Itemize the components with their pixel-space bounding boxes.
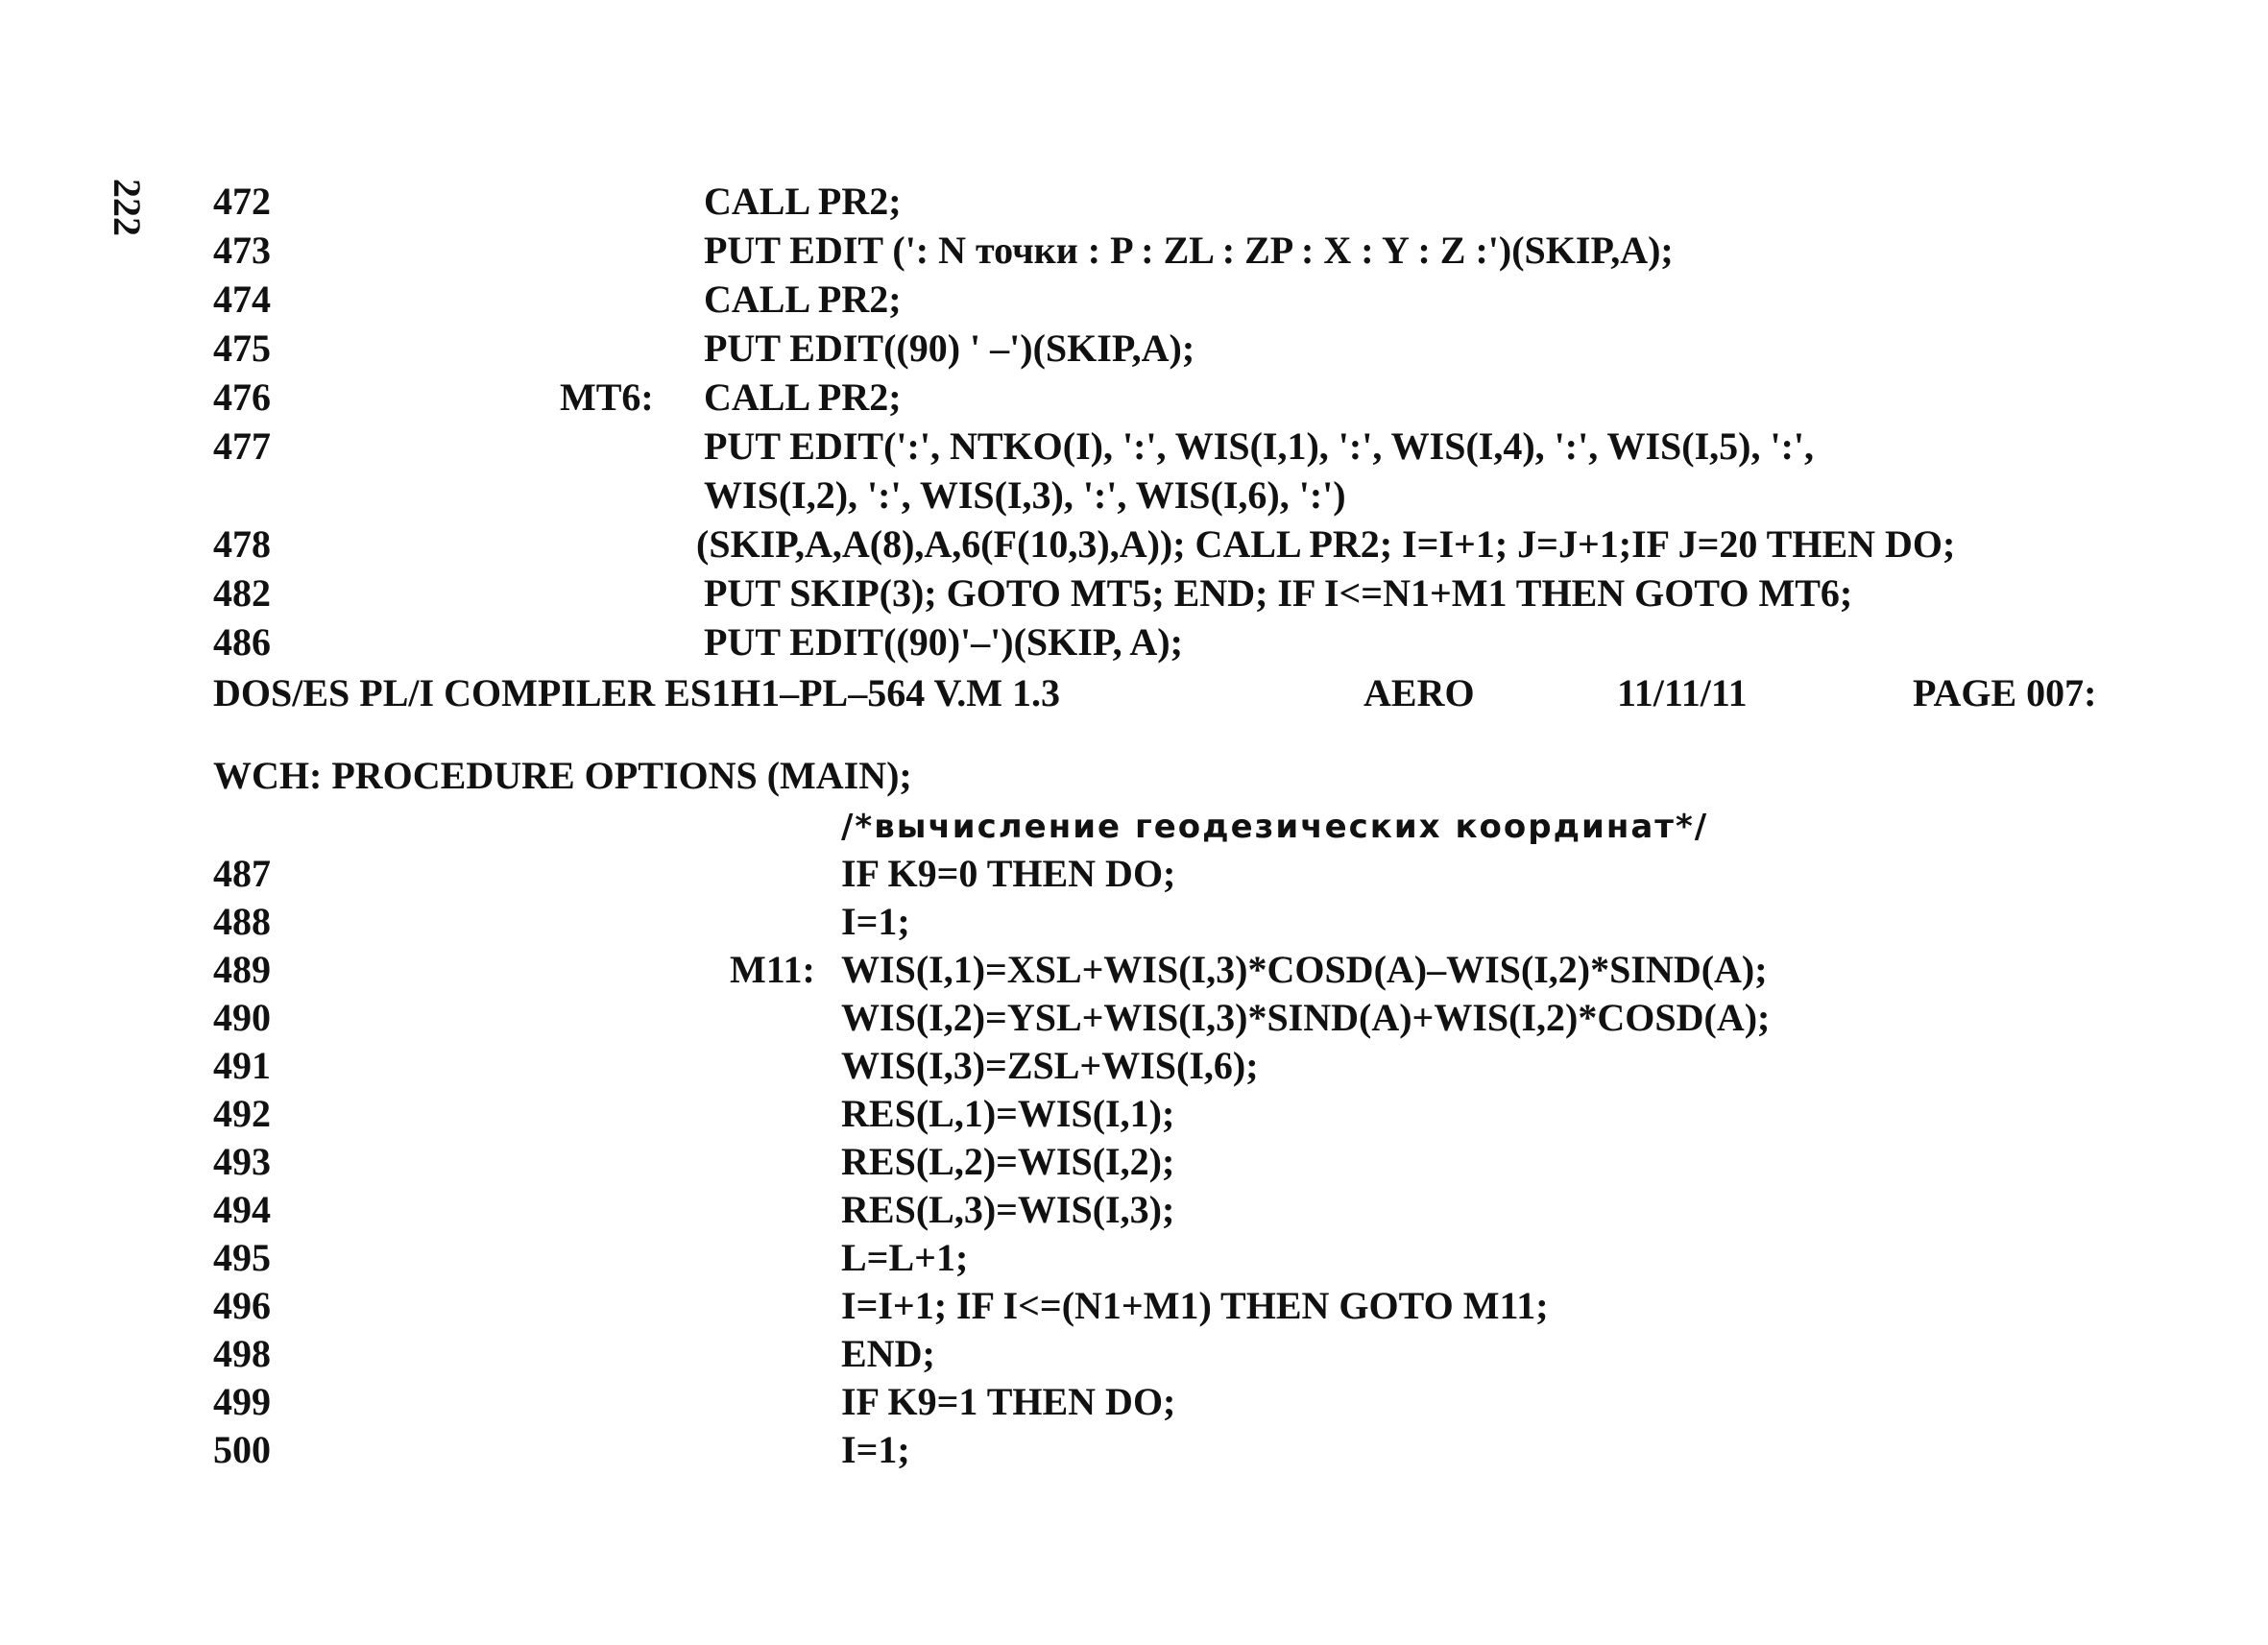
code-line-472: 472 CALL PR2; (0, 178, 2268, 226)
code-line-494: 494 RES(L,3)=WIS(I,3); (0, 1186, 2268, 1234)
code-line-499: 499 IF K9=1 THEN DO; (0, 1378, 2268, 1426)
code-text: END; (841, 1332, 935, 1375)
line-number: 489 (213, 948, 271, 991)
code-label: MT6: (560, 375, 654, 419)
line-number: 494 (213, 1188, 271, 1231)
code-text: IF K9=1 THEN DO; (841, 1380, 1176, 1423)
code-line-487: 487 IF K9=0 THEN DO; (0, 850, 2268, 898)
code-line-498: 498 END; (0, 1330, 2268, 1378)
code-text: WIS(I,3)=ZSL+WIS(I,6); (841, 1044, 1259, 1087)
code-line-477: 477 PUT EDIT(':', NTKO(I), ':', WIS(I,1)… (0, 423, 2268, 471)
code-line-474: 474 CALL PR2; (0, 276, 2268, 324)
code-text: WIS(I,1)=XSL+WIS(I,3)*COSD(A)–WIS(I,2)*S… (841, 948, 1768, 991)
code-line-495: 495 L=L+1; (0, 1234, 2268, 1282)
comment-line: /*вычисление геодезических координат*/ (841, 808, 1709, 846)
line-number: 473 (213, 229, 271, 272)
code-line-500: 500 I=1; (0, 1426, 2268, 1474)
code-line-476: 476 MT6: CALL PR2; (0, 374, 2268, 422)
code-text: I=I+1; IF I<=(N1+M1) THEN GOTO M11; (841, 1284, 1549, 1327)
code-text: I=1; (841, 1428, 910, 1471)
code-line-473: 473 PUT EDIT (': N точки : P : ZL : ZP :… (0, 227, 2268, 275)
code-line-493: 493 RES(L,2)=WIS(I,2); (0, 1138, 2268, 1186)
line-number: 478 (213, 522, 271, 566)
line-number: 487 (213, 852, 271, 895)
code-text: (SKIP,A,A(8),A,6(F(10,3),A)); CALL PR2; … (696, 522, 1956, 566)
code-text: CALL PR2; (704, 180, 902, 223)
line-number: 488 (213, 900, 271, 943)
code-text: CALL PR2; (704, 278, 902, 321)
code-text: WIS(I,2), ':', WIS(I,3), ':', WIS(I,6), … (704, 473, 1346, 517)
code-text: PUT SKIP(3); GOTO MT5; END; IF I<=N1+M1 … (704, 571, 1853, 615)
line-number: 482 (213, 571, 271, 615)
line-number: 490 (213, 996, 271, 1039)
code-line-490: 490 WIS(I,2)=YSL+WIS(I,3)*SIND(A)+WIS(I,… (0, 994, 2268, 1042)
code-label: M11: (730, 948, 815, 991)
compiler-header: DOS/ES PL/I COMPILER ES1H1–PL–564 V.M 1.… (213, 669, 2230, 717)
line-number: 486 (213, 620, 271, 664)
code-text: CALL PR2; (704, 375, 902, 419)
line-number: 476 (213, 375, 271, 419)
code-text: PUT EDIT((90) ' –')(SKIP,A); (704, 327, 1195, 370)
code-line-477-cont: WIS(I,2), ':', WIS(I,3), ':', WIS(I,6), … (0, 472, 2268, 520)
code-text: PUT EDIT (': N точки : P : ZL : ZP : X :… (704, 229, 1674, 272)
procedure-line: WCH: PROCEDURE OPTIONS (MAIN); (213, 754, 912, 797)
code-text: RES(L,2)=WIS(I,2); (841, 1140, 1175, 1183)
code-text: L=L+1; (841, 1236, 969, 1279)
compile-date: 11/11/11 (1617, 671, 1748, 714)
code-line-491: 491 WIS(I,3)=ZSL+WIS(I,6); (0, 1042, 2268, 1090)
page-label: PAGE 007: (1913, 671, 2097, 714)
line-number: 492 (213, 1092, 271, 1135)
line-number: 475 (213, 327, 271, 370)
line-number: 491 (213, 1044, 271, 1087)
line-number: 474 (213, 278, 271, 321)
code-line-478: 478 (SKIP,A,A(8),A,6(F(10,3),A)); CALL P… (0, 520, 2268, 568)
program-name: AERO (1363, 671, 1475, 714)
line-number: 495 (213, 1236, 271, 1279)
code-line-488: 488 I=1; (0, 898, 2268, 946)
line-number: 498 (213, 1332, 271, 1375)
code-text: I=1; (841, 900, 910, 943)
line-number: 493 (213, 1140, 271, 1183)
code-text: RES(L,3)=WIS(I,3); (841, 1188, 1175, 1231)
line-number: 477 (213, 424, 271, 468)
line-number: 496 (213, 1284, 271, 1327)
line-number: 472 (213, 180, 271, 223)
code-line-496: 496 I=I+1; IF I<=(N1+M1) THEN GOTO M11; (0, 1282, 2268, 1330)
line-number: 499 (213, 1380, 271, 1423)
code-line-492: 492 RES(L,1)=WIS(I,1); (0, 1090, 2268, 1138)
code-text: PUT EDIT(':', NTKO(I), ':', WIS(I,1), ':… (704, 424, 1815, 468)
code-text: RES(L,1)=WIS(I,1); (841, 1092, 1175, 1135)
compiler-info: DOS/ES PL/I COMPILER ES1H1–PL–564 V.M 1.… (213, 671, 1060, 714)
code-line-486: 486 PUT EDIT((90)'–')(SKIP, A); (0, 618, 2268, 666)
code-text: IF K9=0 THEN DO; (841, 852, 1176, 895)
code-text: WIS(I,2)=YSL+WIS(I,3)*SIND(A)+WIS(I,2)*C… (841, 996, 1771, 1039)
code-line-475: 475 PUT EDIT((90) ' –')(SKIP,A); (0, 325, 2268, 373)
line-number: 500 (213, 1428, 271, 1471)
code-line-482: 482 PUT SKIP(3); GOTO MT5; END; IF I<=N1… (0, 569, 2268, 617)
code-text: PUT EDIT((90)'–')(SKIP, A); (704, 620, 1183, 664)
code-line-489: 489 M11: WIS(I,1)=XSL+WIS(I,3)*COSD(A)–W… (0, 946, 2268, 994)
